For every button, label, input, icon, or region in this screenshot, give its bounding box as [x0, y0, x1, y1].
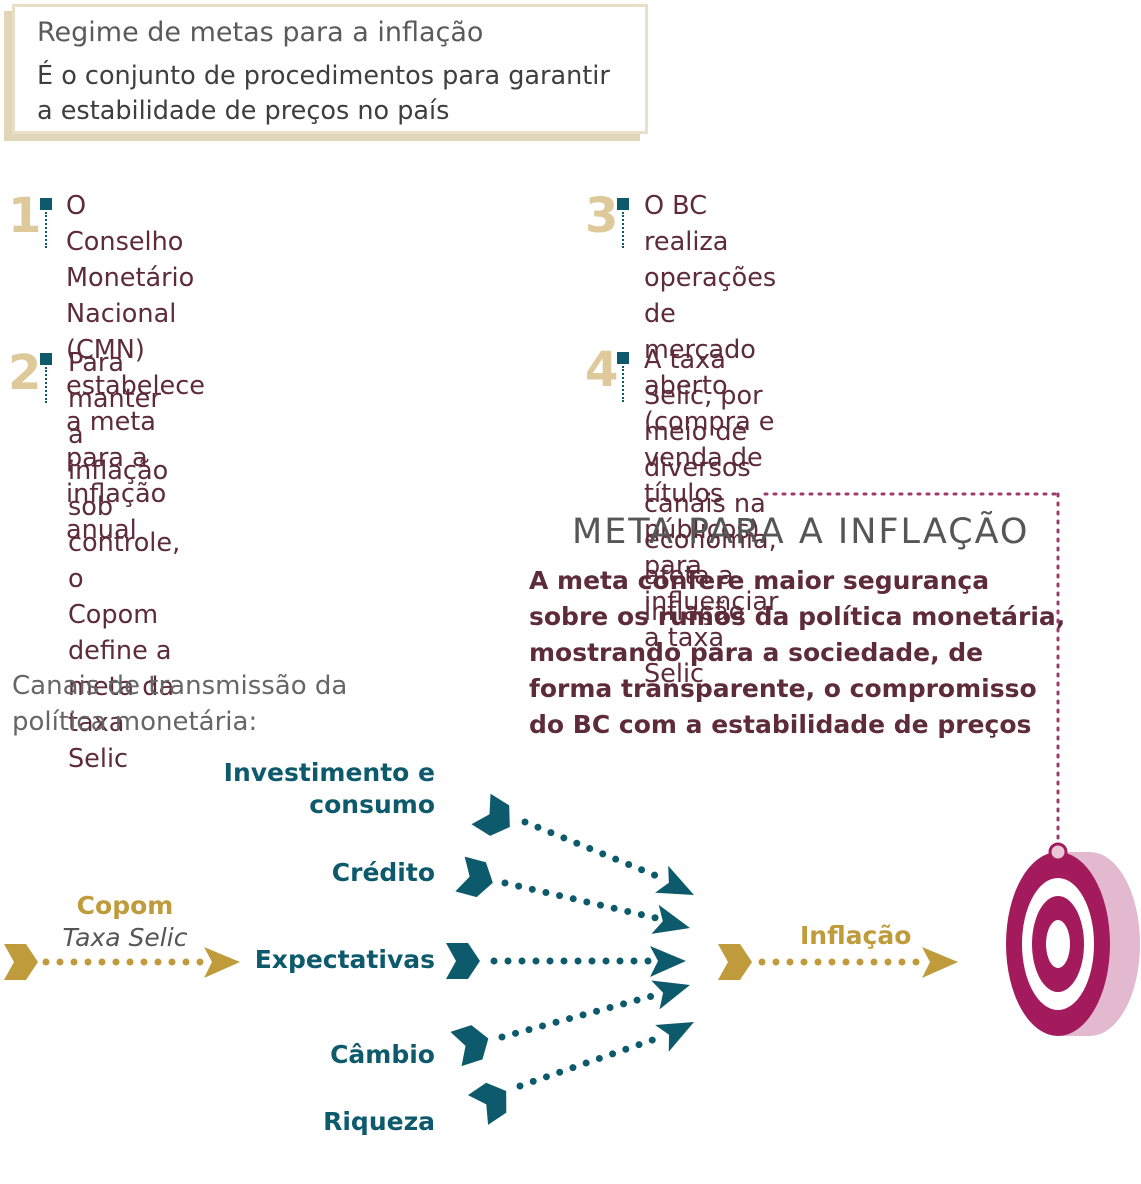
step-dotted-line — [622, 366, 624, 402]
copom-label: Copom — [76, 891, 174, 920]
selic-label: Taxa Selic — [62, 923, 188, 952]
step-dotted-line — [45, 367, 47, 403]
step-text: O BC realiza operações de mercado aberto… — [644, 191, 779, 689]
step-number: 2 — [8, 345, 42, 401]
channel-label-riqueza: Riqueza — [323, 1107, 435, 1136]
step-marker-icon — [617, 198, 629, 210]
copom-arrow-icon — [4, 944, 240, 980]
step-text: Para manter a inflação sob controle, o C… — [68, 348, 181, 774]
meta-connector-line — [763, 492, 1060, 846]
channel-label-investimento: Investimento e consumo — [223, 758, 435, 819]
intro-box: Regime de metas para a inflação É o conj… — [12, 4, 648, 134]
meta-heading: META PARA A INFLAÇÃO — [572, 512, 1030, 552]
channel-arrow-riqueza-icon — [467, 1022, 694, 1125]
inflacao-label: Inflação — [800, 921, 912, 950]
target-icon — [1006, 842, 1140, 1036]
channel-arrow-cambio-icon — [450, 980, 690, 1067]
channel-label-credito: Crédito — [331, 858, 435, 887]
channel-arrow-investimento-icon — [471, 793, 694, 895]
inflacao-arrow-icon — [718, 944, 958, 980]
intro-body: É o conjunto de procedimentos para garan… — [37, 61, 610, 126]
step-dotted-line — [622, 212, 624, 248]
step-dotted-line — [45, 212, 47, 248]
step-number: 3 — [585, 188, 619, 244]
intro-title: Regime de metas para a inflação — [37, 17, 484, 48]
channel-arrow-credito-icon — [455, 856, 690, 934]
channel-label-cambio: Câmbio — [330, 1040, 435, 1069]
step-marker-icon — [40, 198, 52, 210]
channel-arrow-expectativas-icon — [446, 943, 686, 979]
step-text: A taxa Selic, por meio de diversos canai… — [644, 345, 777, 627]
channel-label-expectativas: Expectativas — [254, 945, 435, 974]
step-marker-icon — [40, 353, 52, 365]
step-number: 4 — [585, 342, 619, 398]
step-text: O Conselho Monetário Nacional (CMN) esta… — [66, 191, 205, 545]
meta-body: A meta confere maior segurança sobre os … — [529, 566, 1066, 739]
channels-title: Canais de transmissão da política monetá… — [12, 671, 348, 737]
step-number: 1 — [8, 188, 42, 244]
step-marker-icon — [617, 352, 629, 364]
